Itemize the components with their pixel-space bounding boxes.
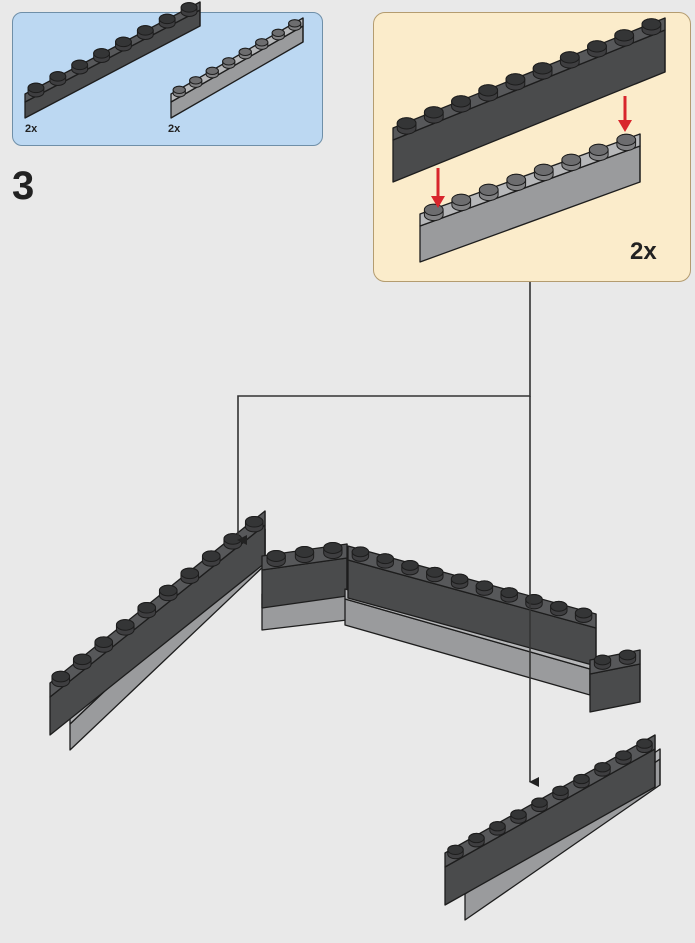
brick-stud	[115, 619, 135, 636]
brick-stud	[158, 13, 176, 29]
brick-stud	[451, 193, 472, 212]
brick-stud	[136, 25, 154, 40]
brick-stud	[255, 38, 269, 50]
brick-stud	[288, 19, 302, 31]
brick-stud	[468, 832, 485, 848]
brick-stud	[552, 785, 569, 801]
brick-stud	[587, 40, 607, 58]
main-brick-dark-left	[49, 510, 266, 736]
brick-stud	[559, 51, 580, 69]
brick-stud	[588, 143, 609, 162]
part-brick-light-1x8	[170, 17, 304, 119]
brick-stud	[158, 584, 178, 602]
brick-stud	[533, 163, 554, 182]
subassembly-multiplier: 2x	[630, 238, 657, 265]
brick-stud	[478, 183, 499, 202]
brick-stud	[351, 546, 370, 562]
brick-stud	[618, 649, 637, 665]
brick-stud	[223, 533, 243, 550]
sub-brick-light-1x8	[419, 133, 641, 263]
brick-stud	[266, 549, 286, 567]
brick-stud	[189, 76, 203, 88]
brick-stud	[532, 62, 553, 80]
main-brick-dark-right-corner	[589, 649, 641, 713]
main-assembly-bricks	[49, 510, 661, 921]
brick-stud	[447, 844, 464, 860]
brick-stud	[475, 580, 494, 596]
brick-stud	[550, 600, 568, 617]
brick-stud	[244, 515, 264, 533]
brick-stud	[51, 670, 71, 688]
part-quantity: 2x	[25, 123, 38, 135]
brick-stud	[506, 173, 527, 192]
brick-stud	[423, 106, 444, 124]
brick-stud	[396, 117, 417, 135]
brick-stud	[510, 809, 527, 824]
brick-stud	[93, 48, 110, 63]
brick-stud	[71, 59, 89, 75]
brick-stud	[505, 73, 526, 91]
main-brick-dark-back	[347, 545, 597, 667]
brick-stud	[615, 750, 632, 765]
brick-stud	[94, 636, 114, 653]
brick-stud	[201, 550, 221, 567]
brick-stud	[401, 560, 419, 576]
brick-stud	[180, 567, 200, 584]
brick-stud	[561, 153, 582, 172]
brick-stud	[574, 607, 593, 623]
brick-stud	[573, 773, 590, 789]
placement-arrow	[618, 96, 632, 132]
brick-stud	[614, 29, 635, 47]
callout-arrows	[237, 282, 539, 787]
brick-stud	[616, 133, 637, 152]
brick-stud	[27, 82, 45, 98]
brick-stud	[180, 2, 198, 17]
brick-stud	[49, 71, 67, 86]
brick-stud	[641, 18, 662, 36]
brick-stud	[594, 762, 611, 777]
brick-stud	[115, 36, 132, 52]
brick-stud	[478, 84, 499, 102]
step-number: 3	[12, 164, 35, 208]
part-quantity: 2x	[168, 123, 181, 135]
brick-stud	[323, 541, 343, 559]
sub-brick-dark-1x10	[392, 17, 666, 183]
callout-line	[237, 282, 531, 545]
brick-stud	[376, 553, 394, 569]
brick-stud	[238, 47, 252, 60]
brick-stud	[423, 203, 444, 222]
brick-stud	[531, 797, 548, 812]
brick-stud	[593, 654, 612, 670]
brick-stud	[525, 594, 543, 610]
placement-arrow	[431, 168, 445, 208]
subassembly-bricks	[392, 17, 666, 263]
brick-stud	[500, 587, 518, 603]
brick-stud	[450, 573, 469, 589]
main-brick-dark-right	[444, 734, 656, 906]
part-brick-dark-1x8	[24, 1, 201, 119]
brick-stud	[271, 28, 285, 41]
brick-stud	[489, 821, 506, 836]
brick-stud	[205, 66, 219, 79]
brick-stud	[426, 566, 444, 583]
brick-stud	[451, 95, 471, 113]
brick-stud	[172, 85, 186, 98]
brick-stud	[72, 653, 92, 670]
brick-stud	[636, 738, 653, 753]
main-brick-dark-corner	[261, 541, 348, 609]
brick-stud	[137, 601, 157, 619]
brick-stud	[294, 545, 315, 563]
brick-stud	[222, 57, 236, 69]
parts-list-bricks	[24, 1, 304, 119]
